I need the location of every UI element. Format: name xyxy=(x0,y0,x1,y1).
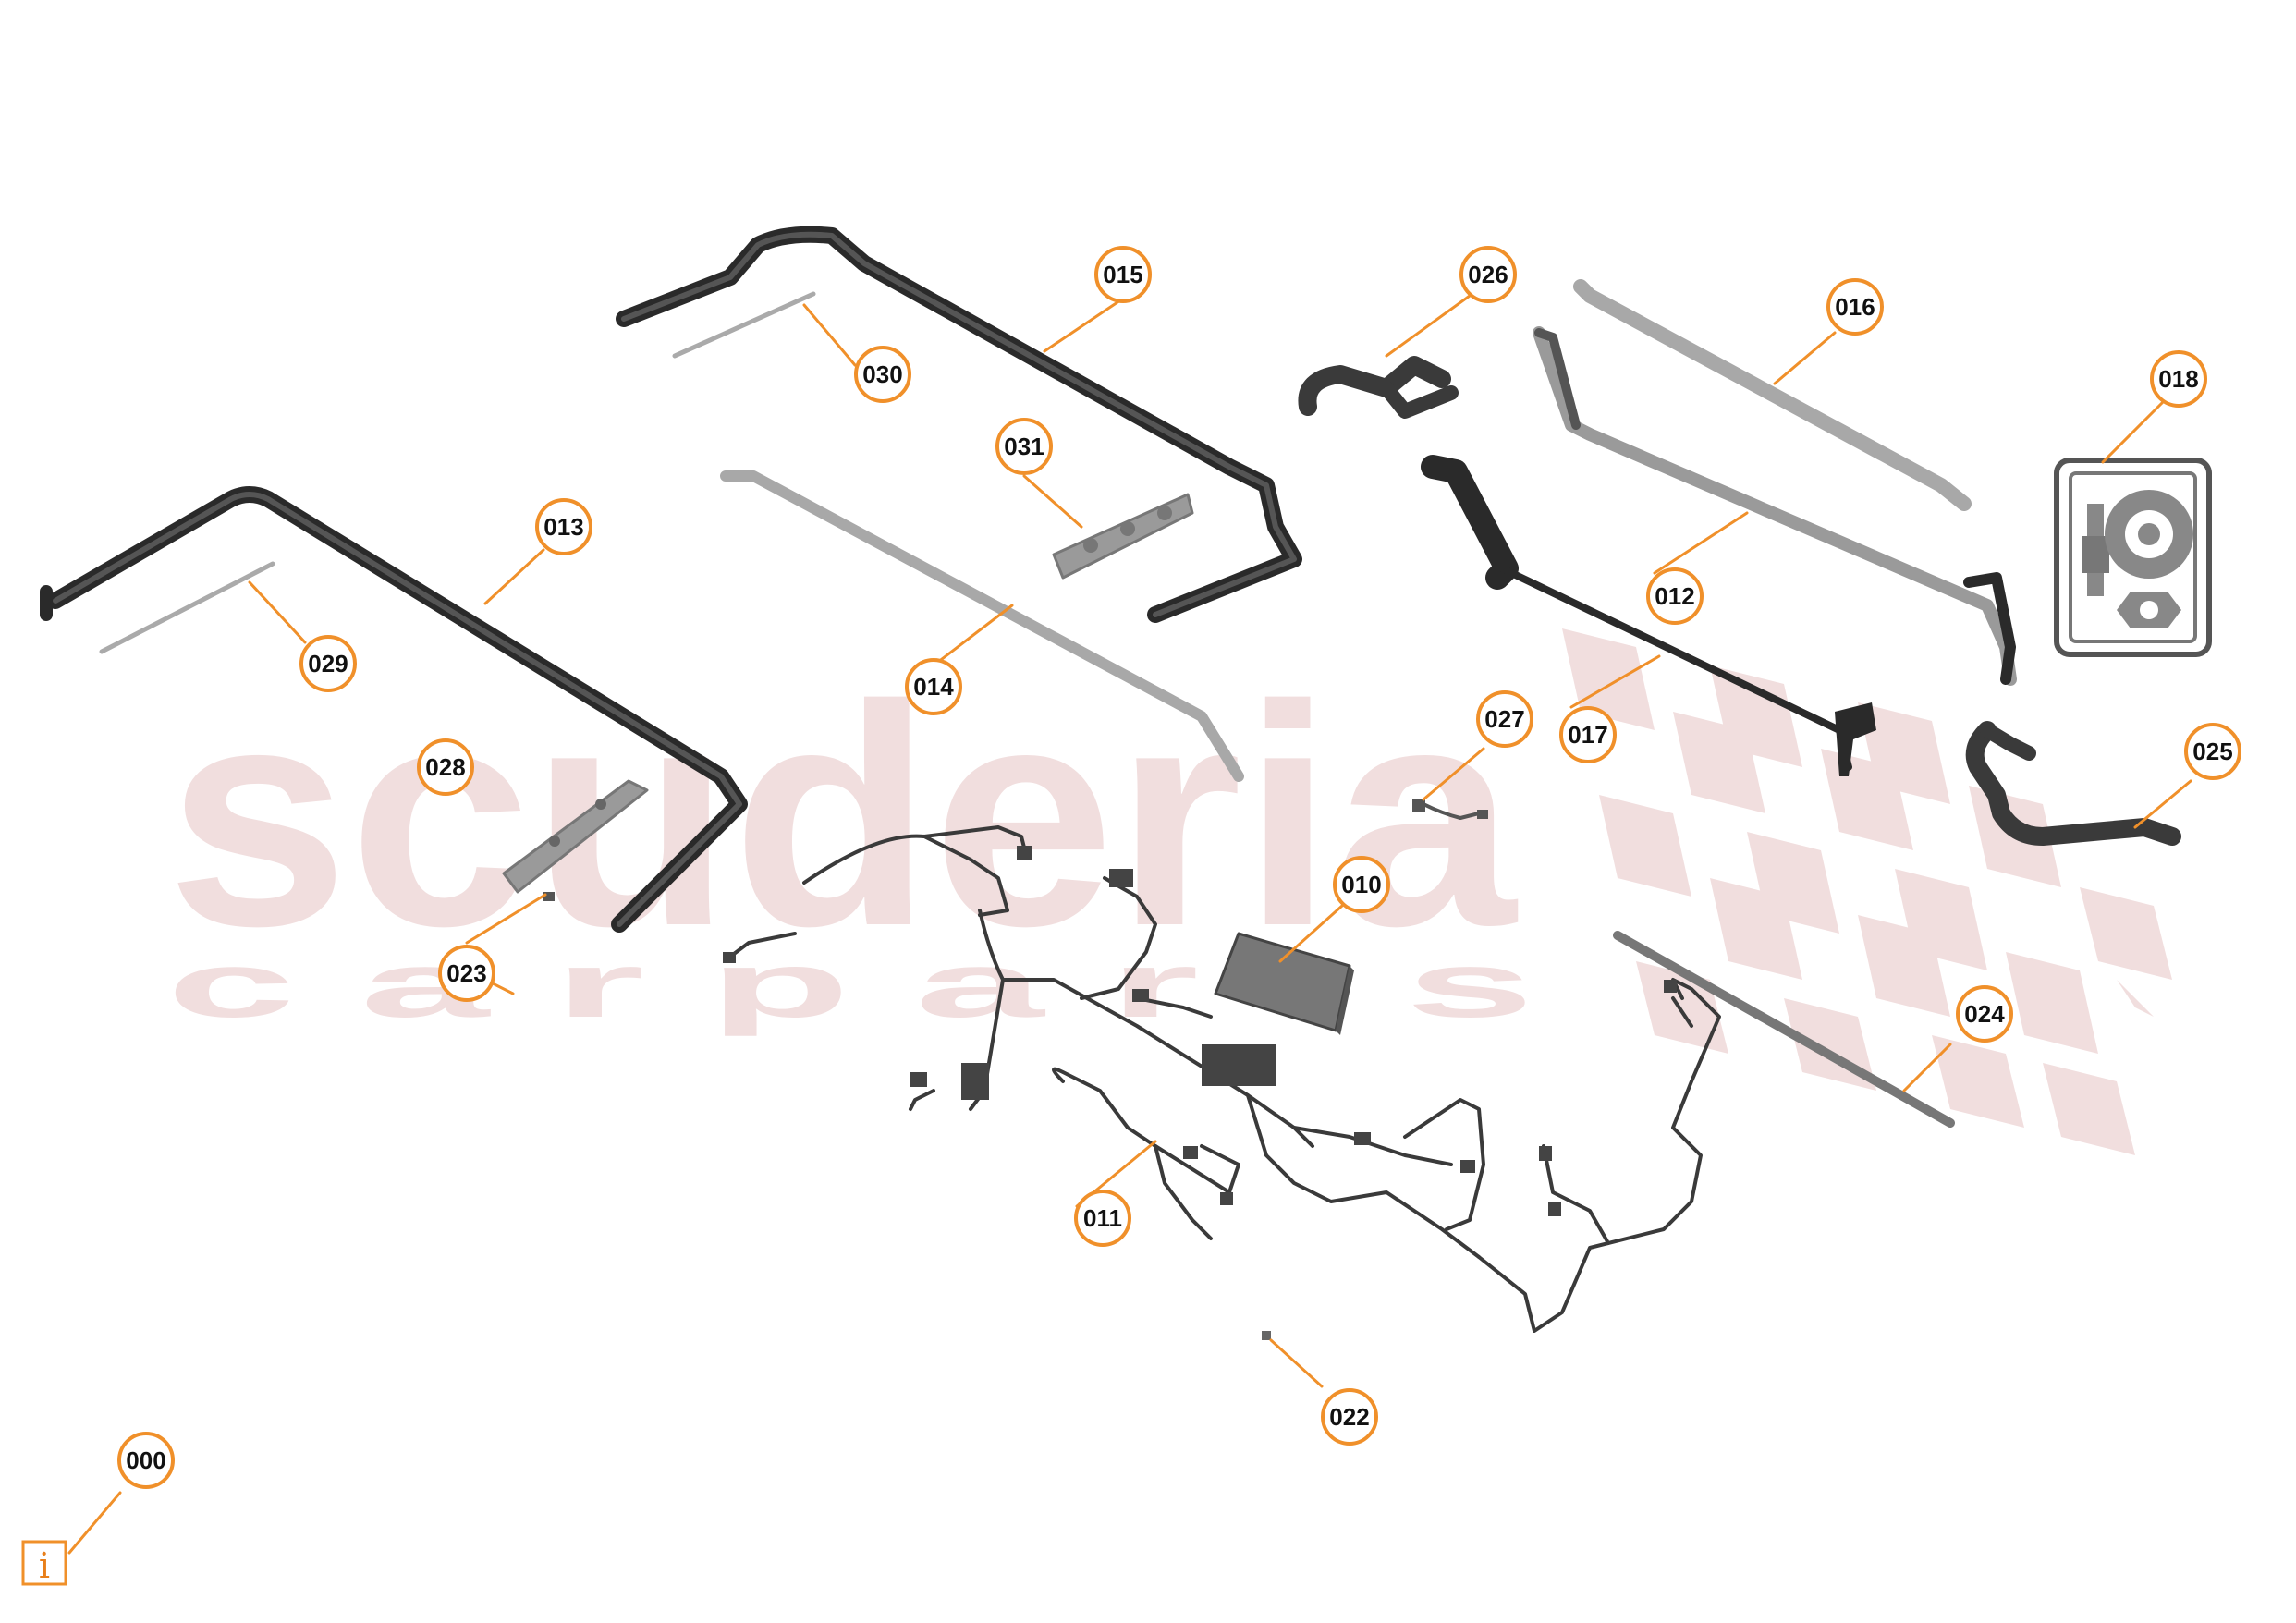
callout-label: 023 xyxy=(446,959,486,987)
callout-label: 013 xyxy=(543,513,583,541)
part-028-bracket xyxy=(502,779,649,894)
callout-023[interactable]: 023 xyxy=(438,945,495,1002)
callout-label: 027 xyxy=(1484,705,1524,733)
part-015-seal xyxy=(616,226,1302,623)
callout-016[interactable]: 016 xyxy=(1826,278,1884,336)
part-025-hose xyxy=(1965,721,2181,846)
part-016-bar xyxy=(1573,279,1972,511)
callout-022[interactable]: 022 xyxy=(1321,1388,1378,1446)
parts xyxy=(40,226,2212,1555)
part-030-trim xyxy=(672,291,816,359)
part-017-post xyxy=(1421,455,1876,776)
part-014-rail xyxy=(720,470,1244,782)
callout-label: 022 xyxy=(1329,1403,1369,1431)
callout-028[interactable]: 028 xyxy=(417,738,474,796)
callout-label: 012 xyxy=(1655,582,1694,610)
part-010-control-unit xyxy=(1214,932,1354,1035)
callout-014[interactable]: 014 xyxy=(905,658,962,715)
part-024-strip xyxy=(1613,931,1955,1128)
callout-018[interactable]: 018 xyxy=(2150,350,2207,408)
callout-label: 017 xyxy=(1568,721,1607,749)
callout-030[interactable]: 030 xyxy=(854,346,911,403)
watermark-brand: scuderia xyxy=(166,641,1518,992)
callout-015[interactable]: 015 xyxy=(1094,246,1152,303)
part-026-hose xyxy=(1298,356,1459,419)
callout-025[interactable]: 025 xyxy=(2184,723,2241,780)
info-icon[interactable]: i xyxy=(21,1540,67,1586)
part-011-harness xyxy=(728,825,1721,1333)
callout-label: 011 xyxy=(1083,1204,1122,1232)
callout-label: 015 xyxy=(1103,261,1142,288)
callout-label: 030 xyxy=(862,360,902,388)
callout-label: 028 xyxy=(425,753,465,781)
callout-017[interactable]: 017 xyxy=(1559,706,1617,763)
checkered-flag-watermark xyxy=(1562,628,2172,1155)
leader-lines xyxy=(67,294,2192,1555)
callout-027[interactable]: 027 xyxy=(1476,690,1533,748)
callout-031[interactable]: 031 xyxy=(995,418,1053,475)
hardware-kit-icon xyxy=(2054,458,2212,657)
callout-label: 029 xyxy=(308,650,348,677)
callout-label: 018 xyxy=(2158,365,2198,393)
part-027-sensor xyxy=(1412,799,1488,820)
callout-label: 014 xyxy=(913,673,954,701)
harness-connectors xyxy=(723,846,1677,1216)
callout-label: 031 xyxy=(1004,433,1044,460)
callout-026[interactable]: 026 xyxy=(1459,246,1517,303)
callout-013[interactable]: 013 xyxy=(535,498,592,555)
callout-label: 026 xyxy=(1468,261,1508,288)
callout-label: 010 xyxy=(1341,871,1381,898)
info-icon-glyph: i xyxy=(39,1545,50,1586)
callout-label: 025 xyxy=(2192,738,2232,765)
part-029-trim xyxy=(99,561,275,654)
callout-label: 024 xyxy=(1964,1000,2005,1028)
part-023-clip xyxy=(543,892,555,901)
part-012-frame xyxy=(1533,326,2017,686)
callout-label: 000 xyxy=(126,1446,165,1474)
callouts: 015 026 016 018 013 029 030 031 xyxy=(117,246,2241,1489)
callout-label: 016 xyxy=(1835,293,1875,321)
callout-011[interactable]: 011 xyxy=(1074,1190,1131,1247)
part-022-clip xyxy=(1262,1331,1271,1340)
part-031-bracket xyxy=(1052,493,1194,580)
callout-029[interactable]: 029 xyxy=(299,635,357,692)
callout-012[interactable]: 012 xyxy=(1646,567,1704,625)
watermark: scuderia c a r p a r t s xyxy=(166,628,2172,1155)
callout-024[interactable]: 024 xyxy=(1956,985,2013,1043)
part-013-seal xyxy=(40,486,748,933)
callout-010[interactable]: 010 xyxy=(1333,856,1390,913)
callout-000[interactable]: 000 xyxy=(117,1432,175,1489)
